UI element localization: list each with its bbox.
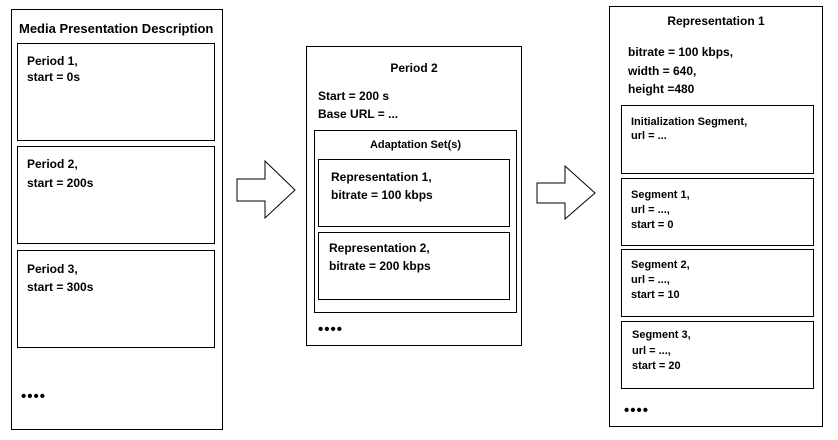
period-detail-start: Start = 200 s	[318, 89, 390, 103]
initialization-segment-box: Initialization Segment, url = ...	[621, 105, 814, 174]
period-detail-ellipsis: ••••	[318, 321, 344, 338]
representation-2-name: Representation 2,	[329, 241, 430, 255]
segment-3-box: Segment 3, url = ..., start = 20	[621, 321, 814, 389]
segment-1-start: start = 0	[631, 219, 674, 231]
representation-detail-bitrate: bitrate = 100 kbps,	[628, 45, 734, 59]
representation-detail-title: Representation 1	[667, 14, 765, 28]
segment-1-box: Segment 1, url = ..., start = 0	[621, 178, 814, 246]
segment-2-box: Segment 2, url = ..., start = 10	[621, 249, 814, 317]
adaptation-set-title: Adaptation Set(s)	[369, 139, 462, 151]
mpd-ellipsis: ••••	[21, 388, 47, 405]
right-arrow-icon	[536, 165, 596, 221]
period-3-name: Period 3,	[27, 262, 78, 276]
representation-detail-width: width = 640,	[628, 64, 697, 78]
representation-2-bitrate: bitrate = 200 kbps	[329, 259, 431, 273]
period-detail-title: Period 2	[390, 61, 438, 75]
initialization-segment-url: url = ...	[631, 130, 667, 142]
representation-1-bitrate: bitrate = 100 kbps	[331, 188, 433, 202]
period-1-box: Period 1, start = 0s	[17, 43, 215, 141]
mpd-title: Media Presentation Description	[19, 21, 214, 36]
period-1-name: Period 1,	[27, 54, 78, 68]
representation-detail-height: height =480	[628, 82, 695, 96]
period-2-name: Period 2,	[27, 157, 78, 171]
period-3-box: Period 3, start = 300s	[17, 250, 215, 348]
segment-2-url: url = ...,	[631, 274, 670, 286]
period-2-box: Period 2, start = 200s	[17, 146, 215, 244]
period-detail-base-url: Base URL = ...	[318, 107, 399, 121]
segment-1-url: url = ...,	[631, 204, 670, 216]
period-1-start: start = 0s	[27, 70, 81, 84]
initialization-segment-name: Initialization Segment,	[631, 116, 748, 128]
segment-3-name: Segment 3,	[632, 329, 691, 341]
representation-2-box: Representation 2, bitrate = 200 kbps	[318, 232, 510, 300]
representation-detail-ellipsis: ••••	[624, 402, 650, 419]
representation-1-box: Representation 1, bitrate = 100 kbps	[318, 159, 510, 227]
segment-3-start: start = 20	[632, 360, 681, 372]
period-3-start: start = 300s	[27, 280, 94, 294]
segment-2-start: start = 10	[631, 289, 680, 301]
right-arrow-icon	[236, 160, 296, 220]
segment-2-name: Segment 2,	[631, 259, 690, 271]
representation-1-name: Representation 1,	[331, 170, 432, 184]
segment-1-name: Segment 1,	[631, 189, 690, 201]
period-2-start: start = 200s	[27, 176, 94, 190]
segment-3-url: url = ...,	[632, 345, 671, 357]
